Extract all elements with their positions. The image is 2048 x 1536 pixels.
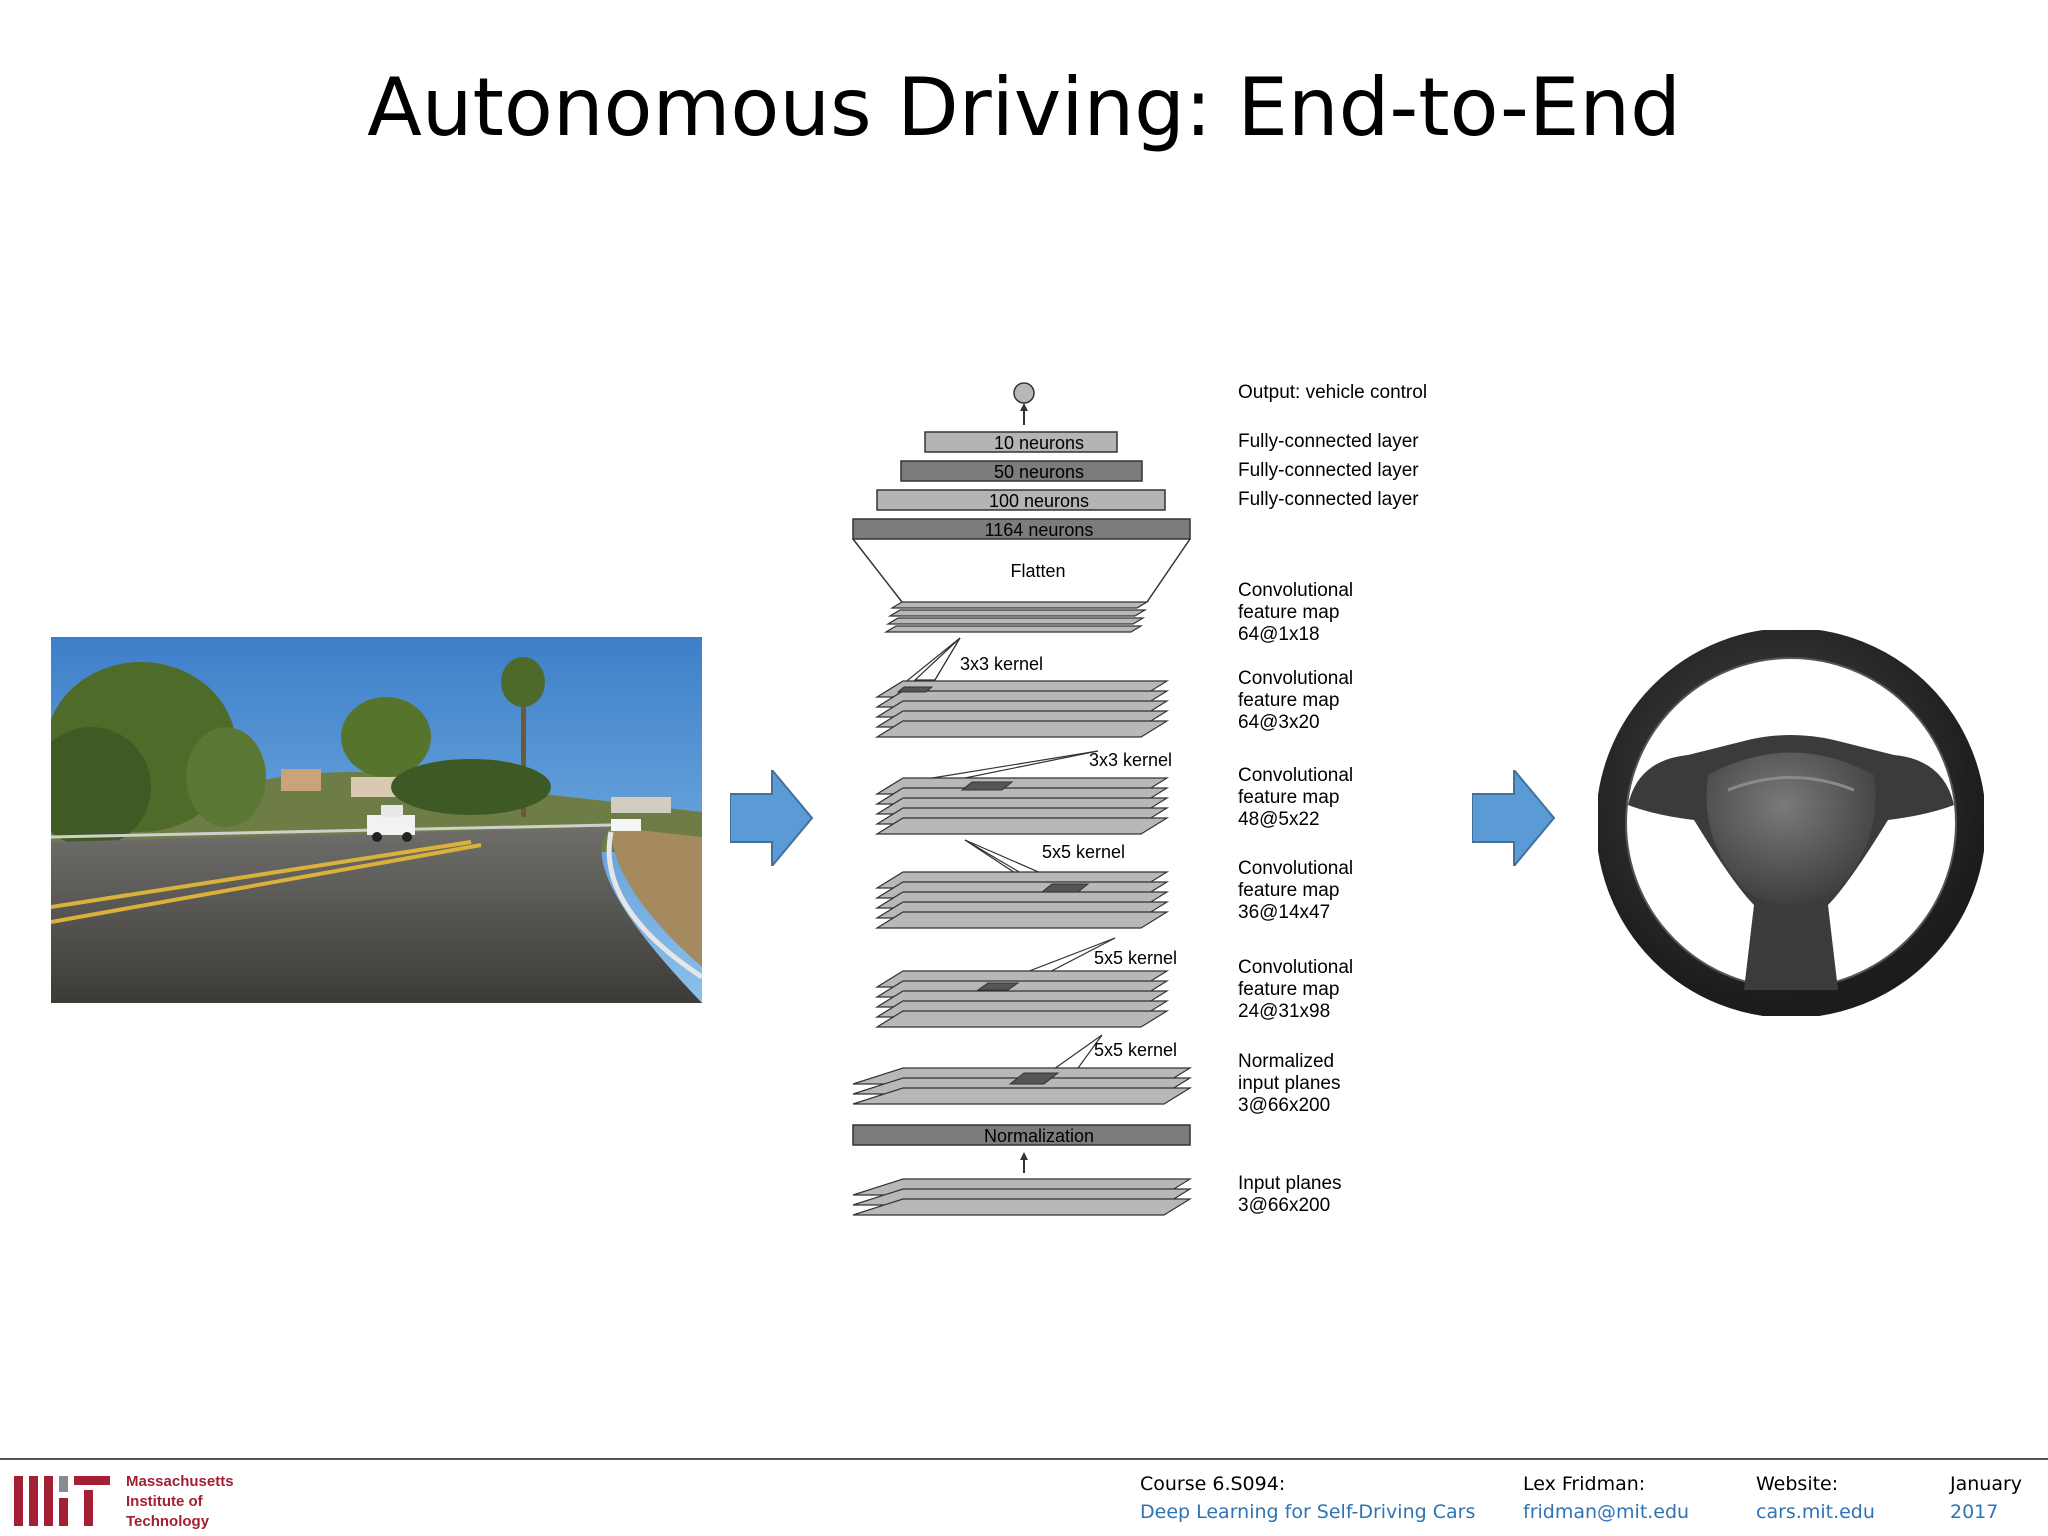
feature-map-stack [883,601,1150,633]
input-planes-normalized [852,1067,1193,1105]
mit-wordmark-line: Technology [126,1513,210,1530]
feature-map-label: feature map [1238,880,1339,901]
feature-dims: 48@5x22 [1238,809,1320,830]
date-year: 2017 [1950,1501,1999,1523]
website-link[interactable]: cars.mit.edu [1756,1501,1875,1523]
input-planes-label: Input planes [1238,1173,1342,1194]
mit-wordmark-line: Institute of [126,1493,203,1510]
dense-layer-100 [876,489,1166,511]
feature-dims: 64@3x20 [1238,712,1320,733]
footer-date: January 2017 [1950,1470,2022,1526]
feature-map-stack [874,871,1170,929]
kernel-label: 5x5 kernel [1094,948,1177,968]
arrow-right-icon [730,770,814,866]
normalization-layer [852,1124,1191,1146]
feature-map-stack [874,777,1170,835]
fc-label: Fully-connected layer [1238,431,1419,452]
conv-label: Convolutional [1238,858,1353,879]
dense-layer-1164 [852,518,1191,540]
date-month: January [1950,1473,2023,1495]
kernel-label: 3x3 kernel [960,654,1043,674]
dense-layer-label: 50 neurons [994,462,1084,482]
feature-map-label: feature map [1238,787,1339,808]
input-planes [852,1178,1193,1216]
feature-map-label: feature map [1238,979,1339,1000]
kernel-label: 3x3 kernel [1089,750,1172,770]
kernel-label: 5x5 kernel [1094,1040,1177,1060]
course-link[interactable]: Deep Learning for Self-Driving Cars [1140,1501,1476,1523]
output-node [1013,382,1035,404]
input-dims: 3@66x200 [1238,1195,1330,1216]
conv-label: Convolutional [1238,580,1353,601]
footer-course: Course 6.S094: Deep Learning for Self-Dr… [1140,1470,1475,1526]
kernel-label: 5x5 kernel [1042,842,1125,862]
feature-map-stack [874,970,1170,1028]
fc-label: Fully-connected layer [1238,460,1419,481]
footer-divider [0,1458,2048,1460]
fc-label: Fully-connected layer [1238,489,1419,510]
feature-map-label: feature map [1238,602,1339,623]
flatten-label: Flatten [1010,561,1065,581]
input-dims: 3@66x200 [1238,1095,1330,1116]
output-label: Output: vehicle control [1238,382,1427,403]
conv-label: Convolutional [1238,668,1353,689]
feature-map-label: feature map [1238,690,1339,711]
mit-logo-icon [14,1476,110,1526]
dense-layer-50 [900,460,1143,482]
dense-layer-10 [924,431,1118,453]
mit-wordmark: Massachusetts Institute of Technology [126,1472,296,1532]
course-label: Course 6.S094: [1140,1473,1286,1495]
feature-dims: 36@14x47 [1238,902,1330,923]
dense-layer-label: 10 neurons [994,433,1084,453]
cnn-architecture-diagram: 10 neurons 50 neurons 100 neurons 1164 n… [852,382,1427,1216]
mit-wordmark-line: Massachusetts [126,1473,234,1490]
input-planes-label: input planes [1238,1073,1340,1094]
conv-label: Convolutional [1238,957,1353,978]
normalized-label: Normalized [1238,1051,1334,1072]
website-label: Website: [1756,1473,1839,1495]
arrow-right-icon [1472,770,1556,866]
footer-website: Website: cars.mit.edu [1756,1470,1875,1526]
road-scene-photo [51,637,702,1003]
normalization-label: Normalization [984,1126,1094,1146]
feature-dims: 64@1x18 [1238,624,1320,645]
feature-map-stack [874,680,1170,738]
dense-layer-label: 100 neurons [989,491,1089,511]
conv-label: Convolutional [1238,765,1353,786]
steering-wheel-icon [1598,630,1984,1016]
feature-dims: 24@31x98 [1238,1001,1330,1022]
author-label: Lex Fridman: [1523,1473,1646,1495]
dense-layer-label: 1164 neurons [985,520,1094,540]
footer-author: Lex Fridman: fridman@mit.edu [1523,1470,1689,1526]
slide-title: Autonomous Driving: End-to-End [367,61,1681,154]
author-email-link[interactable]: fridman@mit.edu [1523,1501,1690,1523]
